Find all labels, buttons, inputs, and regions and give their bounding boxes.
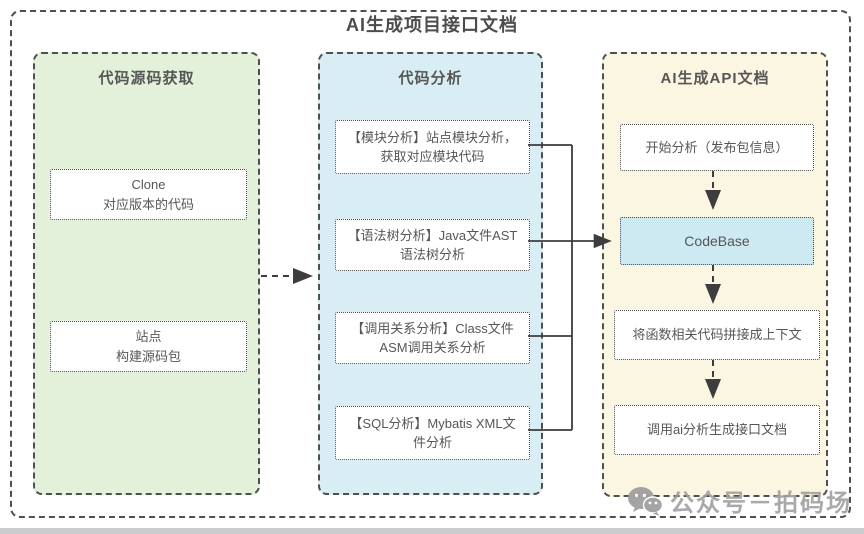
wechat-icon	[627, 486, 663, 516]
flow-box-line: 【模块分析】站点模块分析，	[347, 129, 517, 145]
diagram-title: AI生成项目接口文档	[346, 15, 518, 35]
flow-box-ast-analysis: 【语法树分析】Java文件AST 语法树分析	[335, 219, 530, 271]
flow-box-line: 调用ai分析生成接口文档	[646, 422, 788, 438]
flow-box-line: 对应版本的代码	[102, 196, 194, 212]
flow-box-line: Clone	[131, 177, 166, 192]
column-source-title: 代码源码获取	[98, 70, 195, 87]
flow-box-module-analysis: 【模块分析】站点模块分析， 获取对应模块代码	[335, 120, 530, 174]
flow-box-line: 获取对应模块代码	[380, 149, 485, 164]
flow-box-line: 【调用关系分析】Class文件	[351, 320, 514, 336]
flow-box-line: 将函数相关代码拼接成上下文	[632, 327, 802, 343]
flow-box-line: CodeBase	[684, 232, 750, 249]
flow-box-sql-analysis: 【SQL分析】Mybatis XML文 件分析	[335, 406, 530, 460]
flow-box-line: 构建源码包	[115, 348, 181, 364]
column-analysis: 代码分析 【模块分析】站点模块分析， 获取对应模块代码 【语法树分析】Java文…	[318, 52, 543, 495]
flow-box-call-ai-generate: 调用ai分析生成接口文档	[614, 405, 820, 455]
column-ai-doc: AI生成API文档 开始分析（发布包信息） CodeBase 将函数相关代码拼接…	[602, 52, 828, 497]
flow-box-clone: Clone 对应版本的代码	[50, 169, 247, 220]
flow-box-line: 件分析	[412, 435, 452, 450]
flow-box-line: 开始分析（发布包信息）	[645, 139, 789, 155]
flow-box-start-analysis: 开始分析（发布包信息）	[620, 124, 814, 171]
flow-box-line: 站点	[135, 329, 162, 344]
flow-box-line: 【语法树分析】Java文件AST	[347, 227, 518, 243]
flow-box-call-relation-analysis: 【调用关系分析】Class文件 ASM调用关系分析	[335, 312, 530, 364]
column-ai-doc-title: AI生成API文档	[660, 70, 770, 87]
flow-box-line: 语法树分析	[399, 247, 465, 262]
flow-box-codebase: CodeBase	[620, 217, 814, 265]
flow-box-line: 【SQL分析】Mybatis XML文	[349, 415, 516, 431]
flow-box-line: ASM调用关系分析	[379, 340, 486, 355]
watermark-text: 公众号－拍码场	[670, 490, 852, 517]
flow-box-build-context: 将函数相关代码拼接成上下文	[614, 310, 820, 360]
flow-box-build-package: 站点 构建源码包	[50, 321, 247, 372]
watermark: 公众号－拍码场	[627, 483, 852, 518]
bottom-edge-strip	[0, 528, 864, 534]
diagram-outer-frame	[10, 10, 851, 518]
column-source: 代码源码获取 Clone 对应版本的代码 站点 构建源码包	[33, 52, 260, 495]
column-analysis-title: 代码分析	[398, 70, 463, 87]
